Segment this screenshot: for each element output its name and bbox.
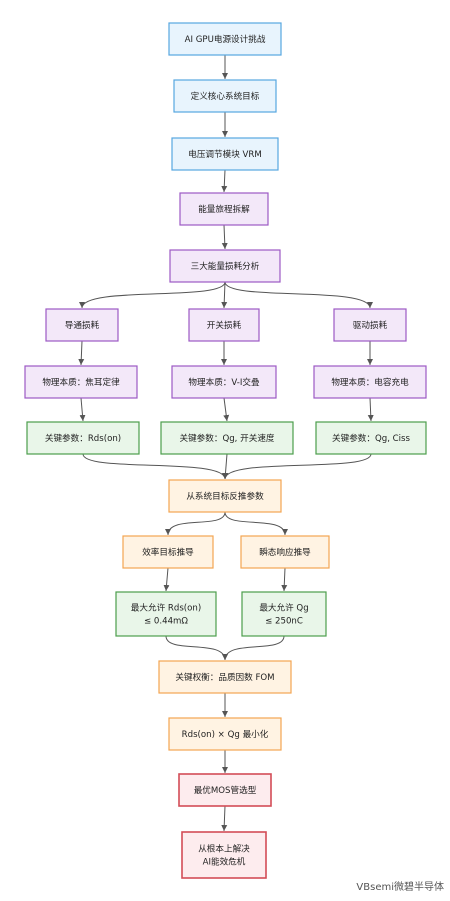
node-label: AI能效危机: [203, 856, 246, 868]
edge-n10a-to-n11a: [163, 567, 170, 592]
node-box: [171, 137, 279, 171]
node-label: 能量旅程拆解: [198, 203, 250, 215]
node-label: 开关损耗: [207, 319, 242, 331]
edge-n7c-to-n8c: [367, 397, 374, 422]
node-label: 关键参数：Rds(on): [45, 432, 121, 444]
node-box: [26, 421, 140, 455]
edge-n14-to-n15: [221, 805, 228, 832]
node-box: [173, 79, 277, 113]
edges: [78, 55, 374, 832]
edge-n5-to-n6c: [224, 281, 373, 309]
node-n10a: 效率目标推导: [122, 535, 214, 569]
node-label: 从系统目标反推参数: [186, 490, 264, 502]
node-label: 瞬态响应推导: [259, 546, 311, 558]
node-n3: 电压调节模块 VRM: [171, 137, 279, 171]
node-n9: 从系统目标反推参数: [168, 479, 282, 513]
node-n6b: 开关损耗: [188, 308, 260, 342]
node-n7a: 物理本质：焦耳定律: [24, 365, 138, 399]
node-n13: Rds(on) × Qg 最小化: [168, 717, 282, 751]
node-label: 从根本上解决: [198, 843, 250, 855]
edge-n5-to-n6b: [221, 281, 228, 309]
edge-n10b-to-n11b: [281, 567, 288, 592]
edge-n7b-to-n8b: [223, 397, 230, 422]
node-n8b: 关键参数：Qg, 开关速度: [160, 421, 294, 455]
edge-n5-to-n6a: [79, 281, 226, 309]
node-label: 最大允许 Rds(on): [131, 602, 201, 614]
node-n4: 能量旅程拆解: [179, 192, 269, 226]
node-label: AI GPU电源设计挑战: [185, 33, 266, 45]
node-box: [168, 479, 282, 513]
node-label: ≤ 0.44mΩ: [144, 617, 188, 627]
node-box: [160, 421, 294, 455]
node-box: [188, 308, 260, 342]
node-label: 导通损耗: [65, 319, 100, 331]
node-label: 物理本质：焦耳定律: [42, 376, 120, 388]
node-n5: 三大能量损耗分析: [169, 249, 281, 283]
node-n6a: 导通损耗: [45, 308, 119, 342]
node-label: 三大能量损耗分析: [191, 260, 260, 272]
node-label: ≤ 250nC: [265, 617, 303, 627]
node-box: [115, 591, 217, 637]
node-n6c: 驱动损耗: [333, 308, 407, 342]
node-box: [179, 192, 269, 226]
node-label: 驱动损耗: [353, 319, 388, 331]
node-label: 电压调节模块 VRM: [188, 148, 262, 160]
node-box: [24, 365, 138, 399]
node-n12: 关键权衡：品质因数 FOM: [158, 660, 292, 694]
node-box: [241, 591, 327, 637]
node-n8c: 关键参数：Qg, Ciss: [315, 421, 427, 455]
node-box: [240, 535, 330, 569]
node-box: [158, 660, 292, 694]
edge-n9-to-n10b: [224, 511, 288, 536]
node-label: 最优MOS管选型: [194, 784, 257, 796]
node-box: [315, 421, 427, 455]
node-n14: 最优MOS管选型: [178, 773, 272, 807]
edge-n3-to-n4: [221, 169, 228, 193]
node-n1: AI GPU电源设计挑战: [168, 22, 282, 56]
edge-n9-to-n10a: [165, 511, 226, 536]
node-label: 定义核心系统目标: [191, 90, 260, 102]
node-label: 关键权衡：品质因数 FOM: [175, 671, 274, 683]
edge-n11a-to-n12: [165, 635, 228, 661]
node-n10b: 瞬态响应推导: [240, 535, 330, 569]
node-box: [168, 717, 282, 751]
node-label: 关键参数：Qg, 开关速度: [179, 432, 274, 444]
node-label: 物理本质：V-I交叠: [188, 376, 260, 388]
edge-n8c-to-n9: [222, 453, 372, 480]
node-label: 效率目标推导: [142, 546, 194, 558]
node-box: [168, 22, 282, 56]
node-n11b: 最大允许 Qg ≤ 250nC: [241, 591, 327, 637]
node-label: 物理本质：电容充电: [331, 376, 409, 388]
node-box: [333, 308, 407, 342]
edge-n8a-to-n9: [82, 453, 228, 480]
node-box: [313, 365, 427, 399]
edge-n6a-to-n7a: [78, 340, 85, 366]
node-n7c: 物理本质：电容充电: [313, 365, 427, 399]
node-box: [169, 249, 281, 283]
node-n7b: 物理本质：V-I交叠: [171, 365, 277, 399]
node-box: [45, 308, 119, 342]
node-label: Rds(on) × Qg 最小化: [182, 728, 269, 740]
edge-n7a-to-n8a: [79, 397, 86, 422]
node-n11a: 最大允许 Rds(on) ≤ 0.44mΩ: [115, 591, 217, 637]
node-box: [122, 535, 214, 569]
edge-n11b-to-n12: [222, 635, 285, 661]
watermark: VBsemi微碧半导体: [356, 882, 444, 893]
node-box: [171, 365, 277, 399]
node-box: [181, 831, 267, 879]
edge-n4-to-n5: [221, 224, 228, 250]
node-n8a: 关键参数：Rds(on): [26, 421, 140, 455]
node-n2: 定义核心系统目标: [173, 79, 277, 113]
node-label: 最大允许 Qg: [259, 602, 308, 614]
node-box: [178, 773, 272, 807]
node-label: 关键参数：Qg, Ciss: [332, 432, 411, 444]
